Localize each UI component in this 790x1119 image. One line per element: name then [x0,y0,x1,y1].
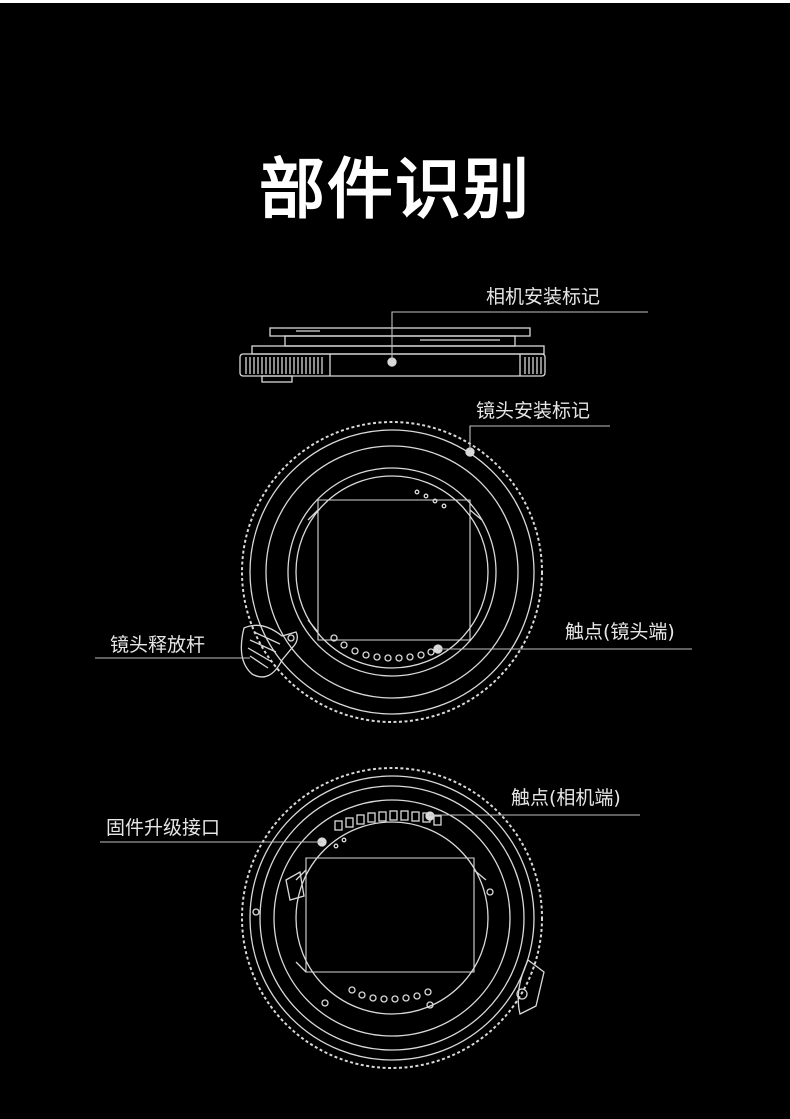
label-lens-release-lever: 镜头释放杆 [110,634,206,656]
side-knurl [245,357,542,374]
adapter-camera-side-view [241,767,545,1069]
label-camera-mount-mark: 相机安装标记 [486,286,601,308]
label-contacts-camera-side: 触点(相机端) [511,787,621,809]
leader-camera-mount-mark [391,311,648,360]
page-title: 部件识别 [259,151,531,228]
camera-contacts [334,810,442,831]
release-lever [240,624,298,678]
bottom-contacts [348,986,432,1003]
top-border [0,0,790,3]
leader-lens-mount-mark [469,425,610,450]
leader-contacts-camera [429,814,640,816]
lens-contacts [330,634,435,662]
adapter-side-view [239,327,546,383]
label-contacts-lens-side: 触点(镜头端) [565,621,675,643]
adapter-lens-side-view [240,421,543,723]
label-lens-mount-mark: 镜头安装标记 [476,400,591,422]
label-firmware-port: 固件升级接口 [106,817,221,839]
